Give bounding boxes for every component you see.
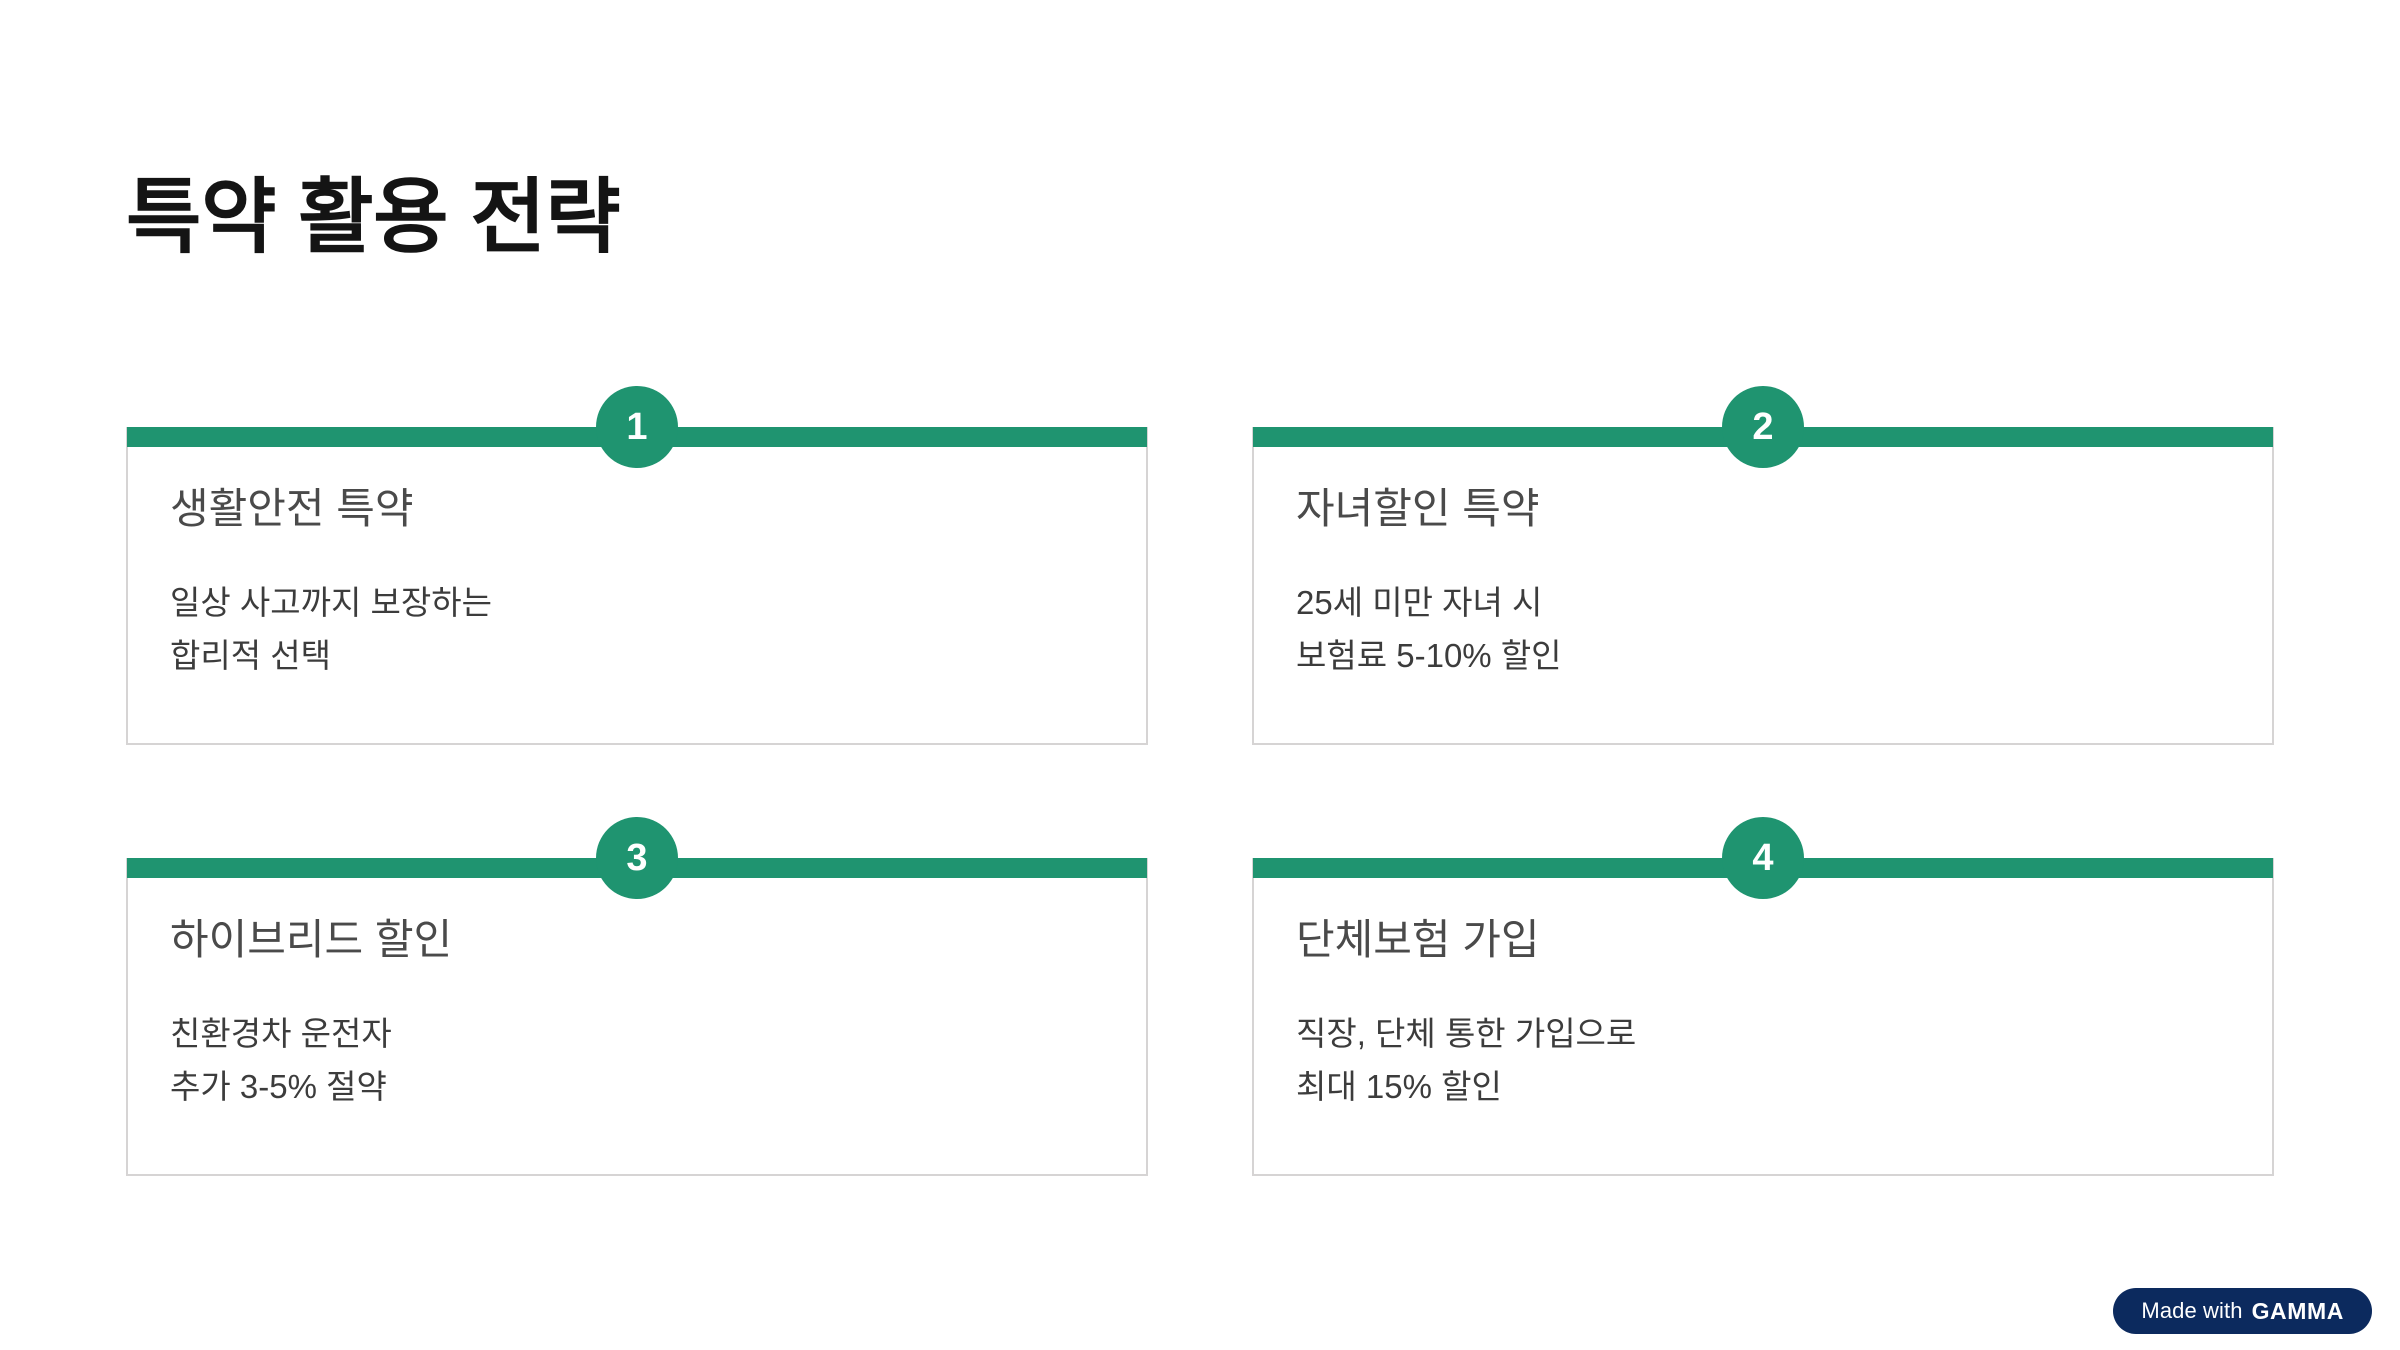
card-1[interactable]: 1 생활안전 특약 일상 사고까지 보장하는 합리적 선택: [126, 386, 1148, 745]
card-2-number-badge: 2: [1722, 386, 1804, 468]
card-3-description-line-1: 친환경차 운전자: [170, 1014, 392, 1052]
card-4-number-badge: 4: [1722, 817, 1804, 899]
made-with-gamma-badge[interactable]: Made with GAMMA: [2113, 1288, 2372, 1334]
gamma-wordmark: GAMMA: [2251, 1297, 2344, 1324]
card-2-body-panel: 자녀할인 특약 25세 미만 자녀 시 보험료 5-10% 할인: [1252, 427, 2274, 745]
card-2-title: 자녀할인 특약: [1296, 485, 1540, 532]
made-with-label: Made with: [2141, 1298, 2243, 1323]
card-3-description: 친환경차 운전자 추가 3-5% 절약: [170, 1007, 1104, 1114]
card-2[interactable]: 2 자녀할인 특약 25세 미만 자녀 시 보험료 5-10% 할인: [1252, 386, 2274, 745]
card-1-description-line-1: 일상 사고까지 보장하는: [170, 583, 492, 621]
card-grid: 1 생활안전 특약 일상 사고까지 보장하는 합리적 선택 2 자녀할인 특약 …: [126, 386, 2274, 1176]
card-2-description: 25세 미만 자녀 시 보험료 5-10% 할인: [1296, 576, 2230, 683]
card-2-description-line-1: 25세 미만 자녀 시: [1296, 583, 1543, 621]
card-3[interactable]: 3 하이브리드 할인 친환경차 운전자 추가 3-5% 절약: [126, 817, 1148, 1176]
card-4-body-panel: 단체보험 가입 직장, 단체 통한 가입으로 최대 15% 할인: [1252, 858, 2274, 1176]
card-1-body-panel: 생활안전 특약 일상 사고까지 보장하는 합리적 선택: [126, 427, 1148, 745]
card-2-description-line-2: 보험료 5-10% 할인: [1296, 636, 1562, 674]
card-4-description-line-1: 직장, 단체 통한 가입으로: [1296, 1014, 1637, 1052]
card-4-description: 직장, 단체 통한 가입으로 최대 15% 할인: [1296, 1007, 2230, 1114]
card-4[interactable]: 4 단체보험 가입 직장, 단체 통한 가입으로 최대 15% 할인: [1252, 817, 2274, 1176]
card-1-description: 일상 사고까지 보장하는 합리적 선택: [170, 576, 1104, 683]
card-3-number-badge: 3: [596, 817, 678, 899]
page-title: 특약 활용 전략: [126, 172, 621, 263]
card-4-description-line-2: 최대 15% 할인: [1296, 1067, 1502, 1105]
card-1-description-line-2: 합리적 선택: [170, 636, 331, 674]
card-1-title: 생활안전 특약: [170, 485, 414, 532]
card-3-description-line-2: 추가 3-5% 절약: [170, 1067, 387, 1105]
card-3-body-panel: 하이브리드 할인 친환경차 운전자 추가 3-5% 절약: [126, 858, 1148, 1176]
card-3-title: 하이브리드 할인: [170, 916, 453, 963]
card-1-number-badge: 1: [596, 386, 678, 468]
card-4-title: 단체보험 가입: [1296, 916, 1540, 963]
